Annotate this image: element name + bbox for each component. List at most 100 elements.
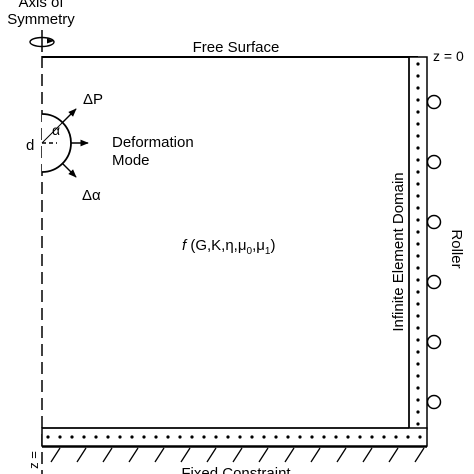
infinite-element-dot	[274, 435, 278, 439]
infinite-element-dot	[286, 435, 290, 439]
infinite-element-dot	[416, 122, 420, 126]
infinite-element-dot	[166, 435, 170, 439]
infinite-element-dot	[416, 338, 420, 342]
roller-supports	[426, 94, 442, 410]
ground-hatch-line	[128, 447, 139, 463]
infinite-element-dot	[322, 435, 326, 439]
infinite-element-dot	[416, 374, 420, 378]
roller-circle-icon	[426, 94, 442, 110]
infinite-element-dot	[382, 435, 386, 439]
cavity-angle-line	[41, 122, 63, 144]
roller-circle-icon	[426, 274, 442, 290]
infinite-element-dot	[416, 110, 420, 114]
infinite-element-dot	[416, 146, 420, 150]
infinite-element-dot	[202, 435, 206, 439]
subscript-1: 1	[265, 246, 271, 257]
infinite-element-dot	[416, 182, 420, 186]
infinite-element-dot	[416, 242, 420, 246]
infinite-element-dot	[416, 422, 420, 426]
infinite-element-dot	[416, 278, 420, 282]
ground-hatch-line	[284, 447, 295, 463]
function-name: f	[182, 237, 188, 254]
infinite-element-dot	[416, 158, 420, 162]
infinite-element-dot	[416, 290, 420, 294]
delta-p-label: ΔP	[83, 91, 103, 108]
infinite-element-dot	[416, 350, 420, 354]
infinite-element-dot	[238, 435, 242, 439]
infinite-element-dot	[310, 435, 314, 439]
free-surface-label: Free Surface	[193, 39, 280, 56]
infinite-element-dot	[416, 362, 420, 366]
ground-hatch-line	[232, 447, 243, 463]
ground-hatch-line	[362, 447, 373, 463]
roller-circle-icon	[426, 154, 442, 170]
infinite-element-dot	[190, 435, 194, 439]
infinite-element-dot	[226, 435, 230, 439]
infinite-element-dot	[416, 134, 420, 138]
infinite-element-dot	[358, 435, 362, 439]
function-comma: ,μ	[252, 237, 265, 254]
infinite-element-dot	[370, 435, 374, 439]
ground-hatch-line	[154, 447, 165, 463]
infinite-element-dot	[334, 435, 338, 439]
infinite-element-dot	[416, 254, 420, 258]
infinite-element-strip-bottom	[41, 427, 428, 447]
infinite-element-dot	[416, 230, 420, 234]
infinite-element-dot	[298, 435, 302, 439]
infinite-element-dot	[142, 435, 146, 439]
function-args: (G,K,η,μ	[186, 237, 246, 254]
infinite-element-dot	[82, 435, 86, 439]
infinite-element-domain-label: Infinite Element Domain	[390, 172, 407, 331]
shear-arrow	[61, 162, 77, 178]
ground-hatch-line	[310, 447, 321, 463]
infinite-element-dot	[46, 435, 50, 439]
infinite-element-dot	[58, 435, 62, 439]
ground-hatch-line	[414, 447, 425, 463]
axis-of-symmetry-label-line1: Axis of	[18, 0, 64, 11]
deformation-mode-label-line2: Mode	[112, 152, 150, 169]
infinite-element-dot	[416, 302, 420, 306]
infinite-element-dot	[178, 435, 182, 439]
infinite-element-dot	[416, 62, 420, 66]
infinite-element-dot	[416, 266, 420, 270]
roller-circle-icon	[426, 334, 442, 350]
infinite-element-dot	[416, 410, 420, 414]
deformation-mode-label-line1: Deformation	[112, 134, 194, 151]
infinite-element-dot	[418, 435, 422, 439]
infinite-element-dot	[406, 435, 410, 439]
fixed-ground-hatch-icon	[42, 446, 427, 463]
axis-of-symmetry-label-line2: Symmetry	[7, 11, 75, 28]
alpha-label: α	[52, 122, 60, 138]
infinite-element-dot	[106, 435, 110, 439]
infinite-element-dot	[214, 435, 218, 439]
ground-hatch-line	[258, 447, 269, 463]
infinite-element-dot	[154, 435, 158, 439]
infinite-element-dot	[118, 435, 122, 439]
ground-hatch-line	[50, 447, 61, 463]
infinite-element-dot	[346, 435, 350, 439]
constitutive-function-label: f (G,K,η,μ0,μ1)	[182, 237, 275, 257]
ground-hatch-line	[206, 447, 217, 463]
function-close: )	[270, 237, 275, 254]
ground-hatch-line	[76, 447, 87, 463]
roller-circle-icon	[426, 214, 442, 230]
infinite-element-dot	[70, 435, 74, 439]
infinite-element-dot	[416, 326, 420, 330]
infinite-element-dot	[394, 435, 398, 439]
ground-hatch-line	[336, 447, 347, 463]
infinite-element-dot	[416, 314, 420, 318]
infinite-element-dot	[416, 86, 420, 90]
ground-hatch-line	[388, 447, 399, 463]
roller-circle-icon	[426, 394, 442, 410]
infinite-element-dot	[262, 435, 266, 439]
infinite-element-dot	[416, 398, 420, 402]
delta-alpha-label: Δα	[82, 187, 101, 204]
infinite-element-dot	[416, 170, 420, 174]
infinite-element-dot	[416, 74, 420, 78]
infinite-element-dot	[416, 98, 420, 102]
infinite-element-dot	[416, 386, 420, 390]
infinite-element-dot	[130, 435, 134, 439]
infinite-element-dot	[416, 218, 420, 222]
ground-hatch-line	[180, 447, 191, 463]
